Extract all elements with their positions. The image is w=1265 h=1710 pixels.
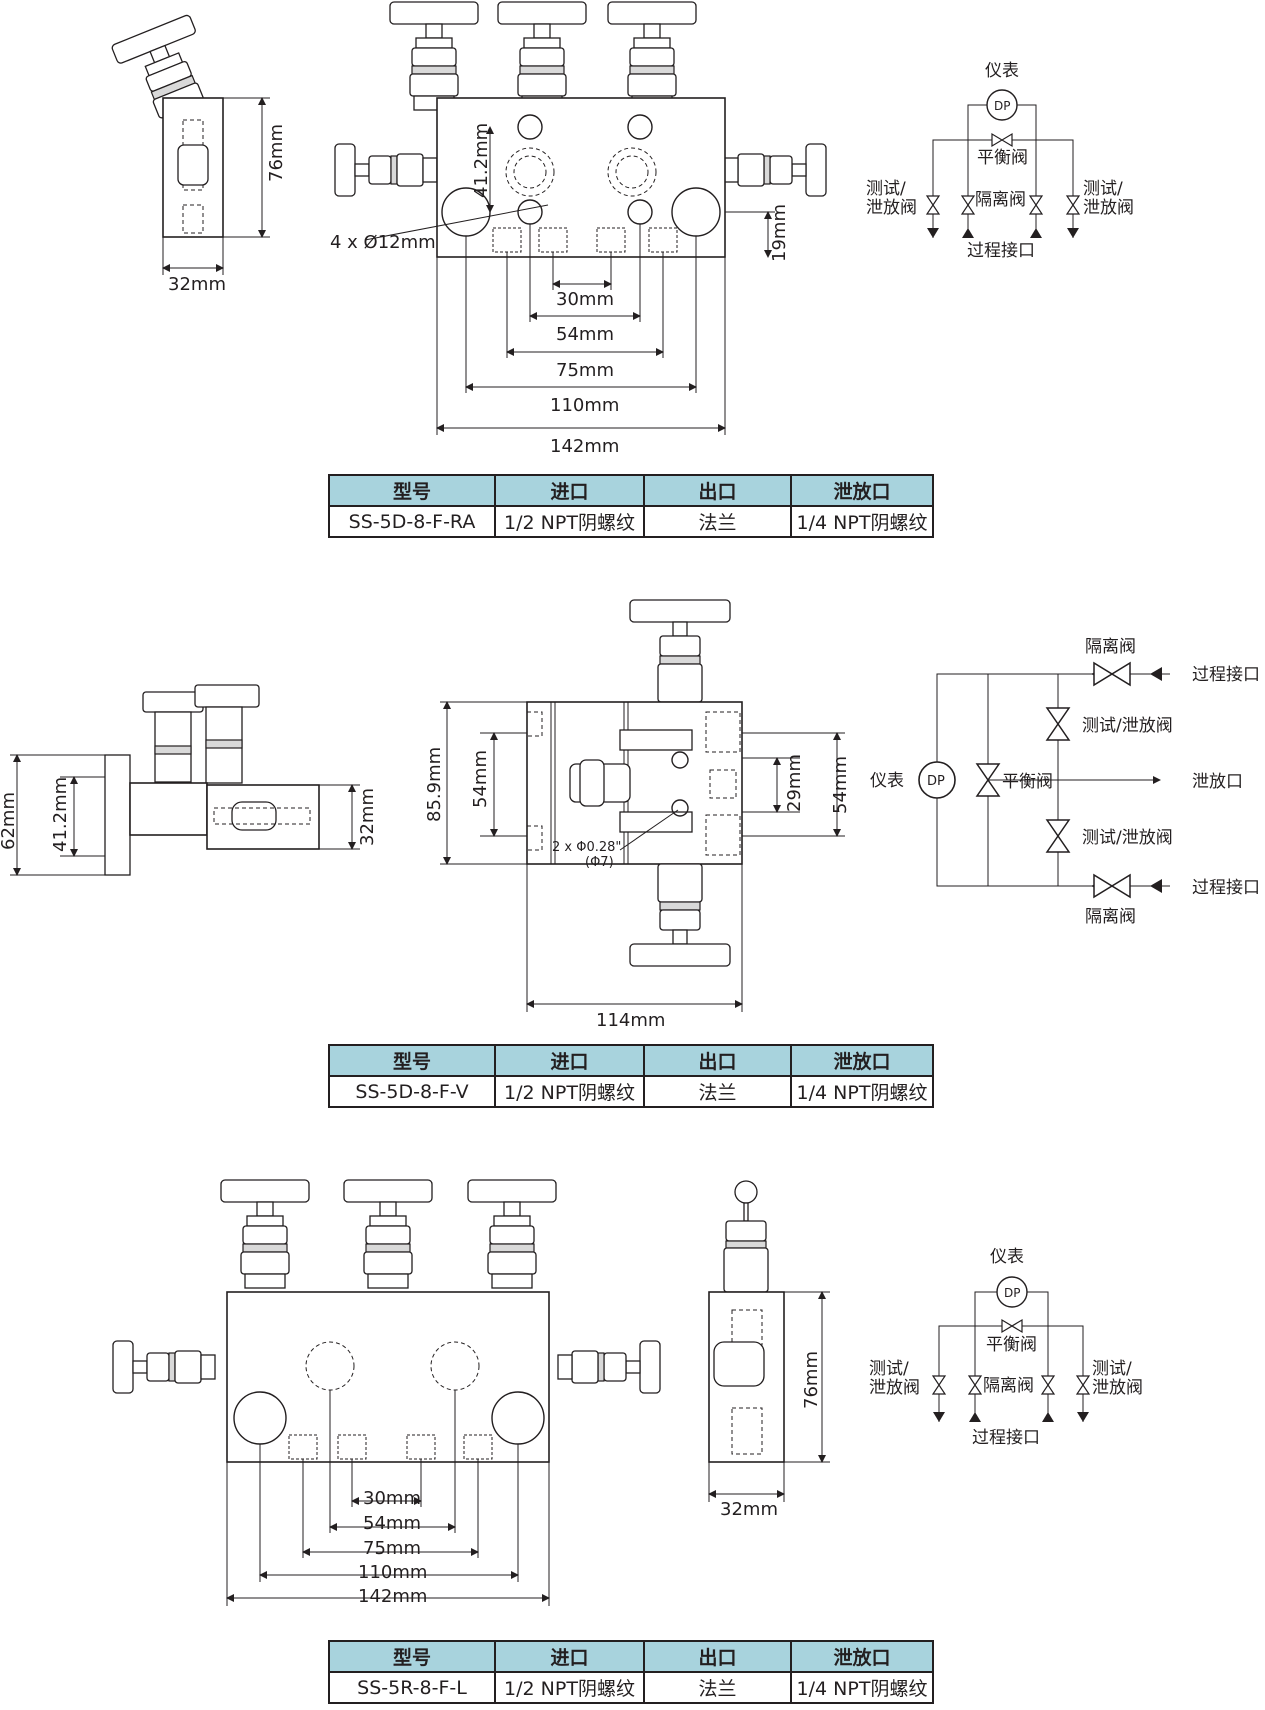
s3-dim-76: 76mm (801, 1351, 822, 1409)
s2-dim-holes-1: 2 x Φ0.28" (552, 840, 621, 855)
s3-dim-54: 54mm (363, 1513, 421, 1534)
s1-td-model: SS-5D-8-F-RA (328, 505, 496, 538)
s2-td-vent: 1/4 NPT阴螺纹 (790, 1075, 934, 1108)
s3-dim-30: 30mm (363, 1488, 421, 1509)
section3-front-view (112, 1179, 661, 1606)
section2-side-view (10, 684, 360, 876)
s1-dim-32: 32mm (168, 274, 226, 295)
s1-sch-test-left-1: 测试/ (866, 179, 906, 199)
s2-sch-vent: 泄放口 (1192, 772, 1243, 792)
s1-sch-instrument: 仪表 (985, 61, 1019, 81)
s3-sch-test-left-1: 测试/ (869, 1359, 909, 1379)
s3-td-model: SS-5R-8-F-L (328, 1671, 496, 1704)
s1-th-vent: 泄放口 (790, 474, 934, 507)
s1-dim-54: 54mm (556, 324, 614, 345)
s1-td-vent: 1/4 NPT阴螺纹 (790, 505, 934, 538)
s1-sch-test-right-2: 泄放阀 (1083, 198, 1134, 218)
s2-td-inlet: 1/2 NPT阴螺纹 (494, 1075, 645, 1108)
s1-spec-table: 型号 进口 出口 泄放口 SS-5D-8-F-RA 1/2 NPT阴螺纹 法兰 … (328, 474, 934, 538)
s2-th-vent: 泄放口 (790, 1044, 934, 1077)
section1-schematic (926, 89, 1080, 238)
s1-dim-30: 30mm (556, 289, 614, 310)
s2-dim-114: 114mm (596, 1010, 665, 1031)
s1-sch-equalize: 平衡阀 (977, 148, 1028, 168)
s3-dim-110: 110mm (358, 1562, 427, 1583)
s2-td-outlet: 法兰 (643, 1075, 792, 1108)
s2-sch-isolate-top: 隔离阀 (1085, 637, 1136, 657)
s3-td-vent: 1/4 NPT阴螺纹 (790, 1671, 934, 1704)
s2-dim-32: 32mm (357, 788, 378, 846)
s2-dim-41: 41.2mm (50, 777, 71, 852)
s1-dim-76: 76mm (266, 124, 287, 182)
s3-th-inlet: 进口 (494, 1640, 645, 1673)
s1-dim-19: 19mm (769, 204, 790, 262)
s1-sch-process: 过程接口 (967, 241, 1035, 261)
s3-sch-isolate: 隔离阀 (983, 1376, 1034, 1396)
s3-sch-test-right-2: 泄放阀 (1092, 1378, 1143, 1398)
s2-sch-test-bottom: 测试/泄放阀 (1082, 828, 1173, 848)
s3-dim-32: 32mm (720, 1499, 778, 1520)
section1-side-view (111, 14, 270, 275)
s1-th-model: 型号 (328, 474, 496, 507)
s1-sch-dp: DP (994, 99, 1010, 113)
s1-sch-isolate: 隔离阀 (975, 190, 1026, 210)
section3-side-view (708, 1180, 830, 1502)
s2-th-model: 型号 (328, 1044, 496, 1077)
s2-dim-holes-2: (Φ7) (585, 855, 614, 870)
s3-td-inlet: 1/2 NPT阴螺纹 (494, 1671, 645, 1704)
s1-th-outlet: 出口 (643, 474, 792, 507)
section2-schematic (918, 662, 1170, 898)
s2-dim-859: 85.9mm (424, 747, 445, 822)
s3-td-outlet: 法兰 (643, 1671, 792, 1704)
s3-sch-equalize: 平衡阀 (986, 1335, 1037, 1355)
s3-th-model: 型号 (328, 1640, 496, 1673)
s3-sch-instrument: 仪表 (990, 1247, 1024, 1267)
s2-sch-test-top: 测试/泄放阀 (1082, 716, 1173, 736)
s2-td-model: SS-5D-8-F-V (328, 1075, 496, 1108)
s1-dim-142: 142mm (550, 436, 619, 457)
s1-dim-holes: 4 x Ø12mm (330, 232, 436, 253)
s3-sch-test-right-1: 测试/ (1092, 1359, 1132, 1379)
s2-th-outlet: 出口 (643, 1044, 792, 1077)
s2-dim-54b: 54mm (830, 756, 851, 814)
s3-sch-process: 过程接口 (972, 1428, 1040, 1448)
s1-th-inlet: 进口 (494, 474, 645, 507)
s2-sch-process-top: 过程接口 (1192, 665, 1260, 685)
s3-sch-test-left-2: 泄放阀 (869, 1378, 920, 1398)
s3-sch-dp: DP (1004, 1286, 1020, 1300)
section3-schematic (932, 1276, 1090, 1422)
s2-dim-29: 29mm (784, 754, 805, 812)
s2-spec-table: 型号 进口 出口 泄放口 SS-5D-8-F-V 1/2 NPT阴螺纹 法兰 1… (328, 1044, 934, 1108)
s2-sch-dp: DP (927, 774, 945, 789)
s2-dim-54a: 54mm (470, 750, 491, 808)
s2-sch-isolate-bottom: 隔离阀 (1085, 907, 1136, 927)
s1-sch-test-right-1: 测试/ (1083, 179, 1123, 199)
s3-th-outlet: 出口 (643, 1640, 792, 1673)
s1-dim-110: 110mm (550, 395, 619, 416)
s3-dim-142: 142mm (358, 1586, 427, 1607)
s3-th-vent: 泄放口 (790, 1640, 934, 1673)
s1-td-inlet: 1/2 NPT阴螺纹 (494, 505, 645, 538)
s2-dim-62: 62mm (0, 792, 19, 850)
s3-spec-table: 型号 进口 出口 泄放口 SS-5R-8-F-L 1/2 NPT阴螺纹 法兰 1… (328, 1640, 934, 1704)
s1-td-outlet: 法兰 (643, 505, 792, 538)
s2-sch-instrument: 仪表 (870, 771, 904, 791)
s1-dim-75: 75mm (556, 360, 614, 381)
section2-front-view (440, 599, 845, 1012)
s1-dim-41: 41.2mm (471, 123, 492, 198)
section1-front-view (334, 1, 827, 435)
s3-dim-75: 75mm (363, 1538, 421, 1559)
s1-sch-test-left-2: 泄放阀 (866, 198, 917, 218)
s2-sch-equalize: 平衡阀 (1002, 772, 1053, 792)
s2-sch-process-bottom: 过程接口 (1192, 878, 1260, 898)
s2-th-inlet: 进口 (494, 1044, 645, 1077)
